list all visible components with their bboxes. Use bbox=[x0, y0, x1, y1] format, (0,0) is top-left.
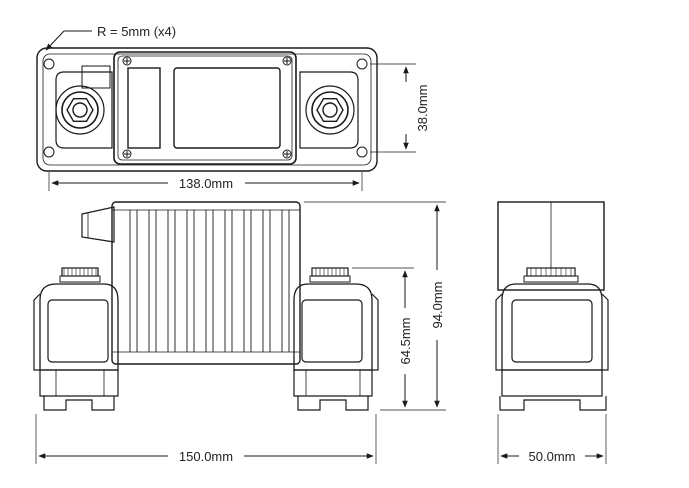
mount-hole-top-left bbox=[43, 58, 55, 70]
mount-hole-bottom-right bbox=[356, 146, 368, 158]
overall-height-label: 94.0mm bbox=[430, 282, 445, 329]
small-window bbox=[127, 67, 161, 149]
hole-spacing-height-label: 38.0mm bbox=[415, 85, 430, 132]
main-window bbox=[173, 67, 281, 149]
side-terminal-block bbox=[495, 267, 609, 411]
mount-hole-top-right bbox=[356, 58, 368, 70]
right-terminal-block bbox=[293, 267, 379, 411]
mount-hole-bottom-left bbox=[43, 146, 55, 158]
top-view: R = 5mm (x4) 138.0mm 38.0mm bbox=[36, 24, 430, 191]
overall-length-label: 150.0mm bbox=[179, 449, 233, 464]
base-plate-inner-outline bbox=[42, 53, 372, 166]
overall-width-label: 50.0mm bbox=[529, 449, 576, 464]
top-cover-inner bbox=[117, 55, 293, 161]
cover-screws bbox=[122, 56, 292, 159]
right-terminal-nut bbox=[305, 85, 355, 135]
right-terminal-housing-top bbox=[299, 71, 359, 149]
left-terminal-nut bbox=[55, 85, 105, 135]
front-view: 94.0mm 64.5mm 150.0mm bbox=[33, 201, 446, 464]
terminal-height-label: 64.5mm bbox=[398, 318, 413, 365]
hole-spacing-width-label: 138.0mm bbox=[179, 176, 233, 191]
left-terminal-block bbox=[33, 267, 119, 411]
side-knob bbox=[81, 206, 115, 243]
heatsink-fins bbox=[129, 210, 290, 352]
radius-leader-arrow bbox=[45, 30, 65, 51]
left-tab bbox=[81, 65, 111, 89]
heatsink-body bbox=[111, 201, 301, 365]
base-plate-outline bbox=[36, 47, 378, 172]
corner-radius-label: R = 5mm (x4) bbox=[97, 24, 176, 39]
top-cover bbox=[113, 51, 297, 165]
side-view: 50.0mm bbox=[495, 201, 609, 464]
left-terminal-housing-top bbox=[55, 71, 113, 149]
